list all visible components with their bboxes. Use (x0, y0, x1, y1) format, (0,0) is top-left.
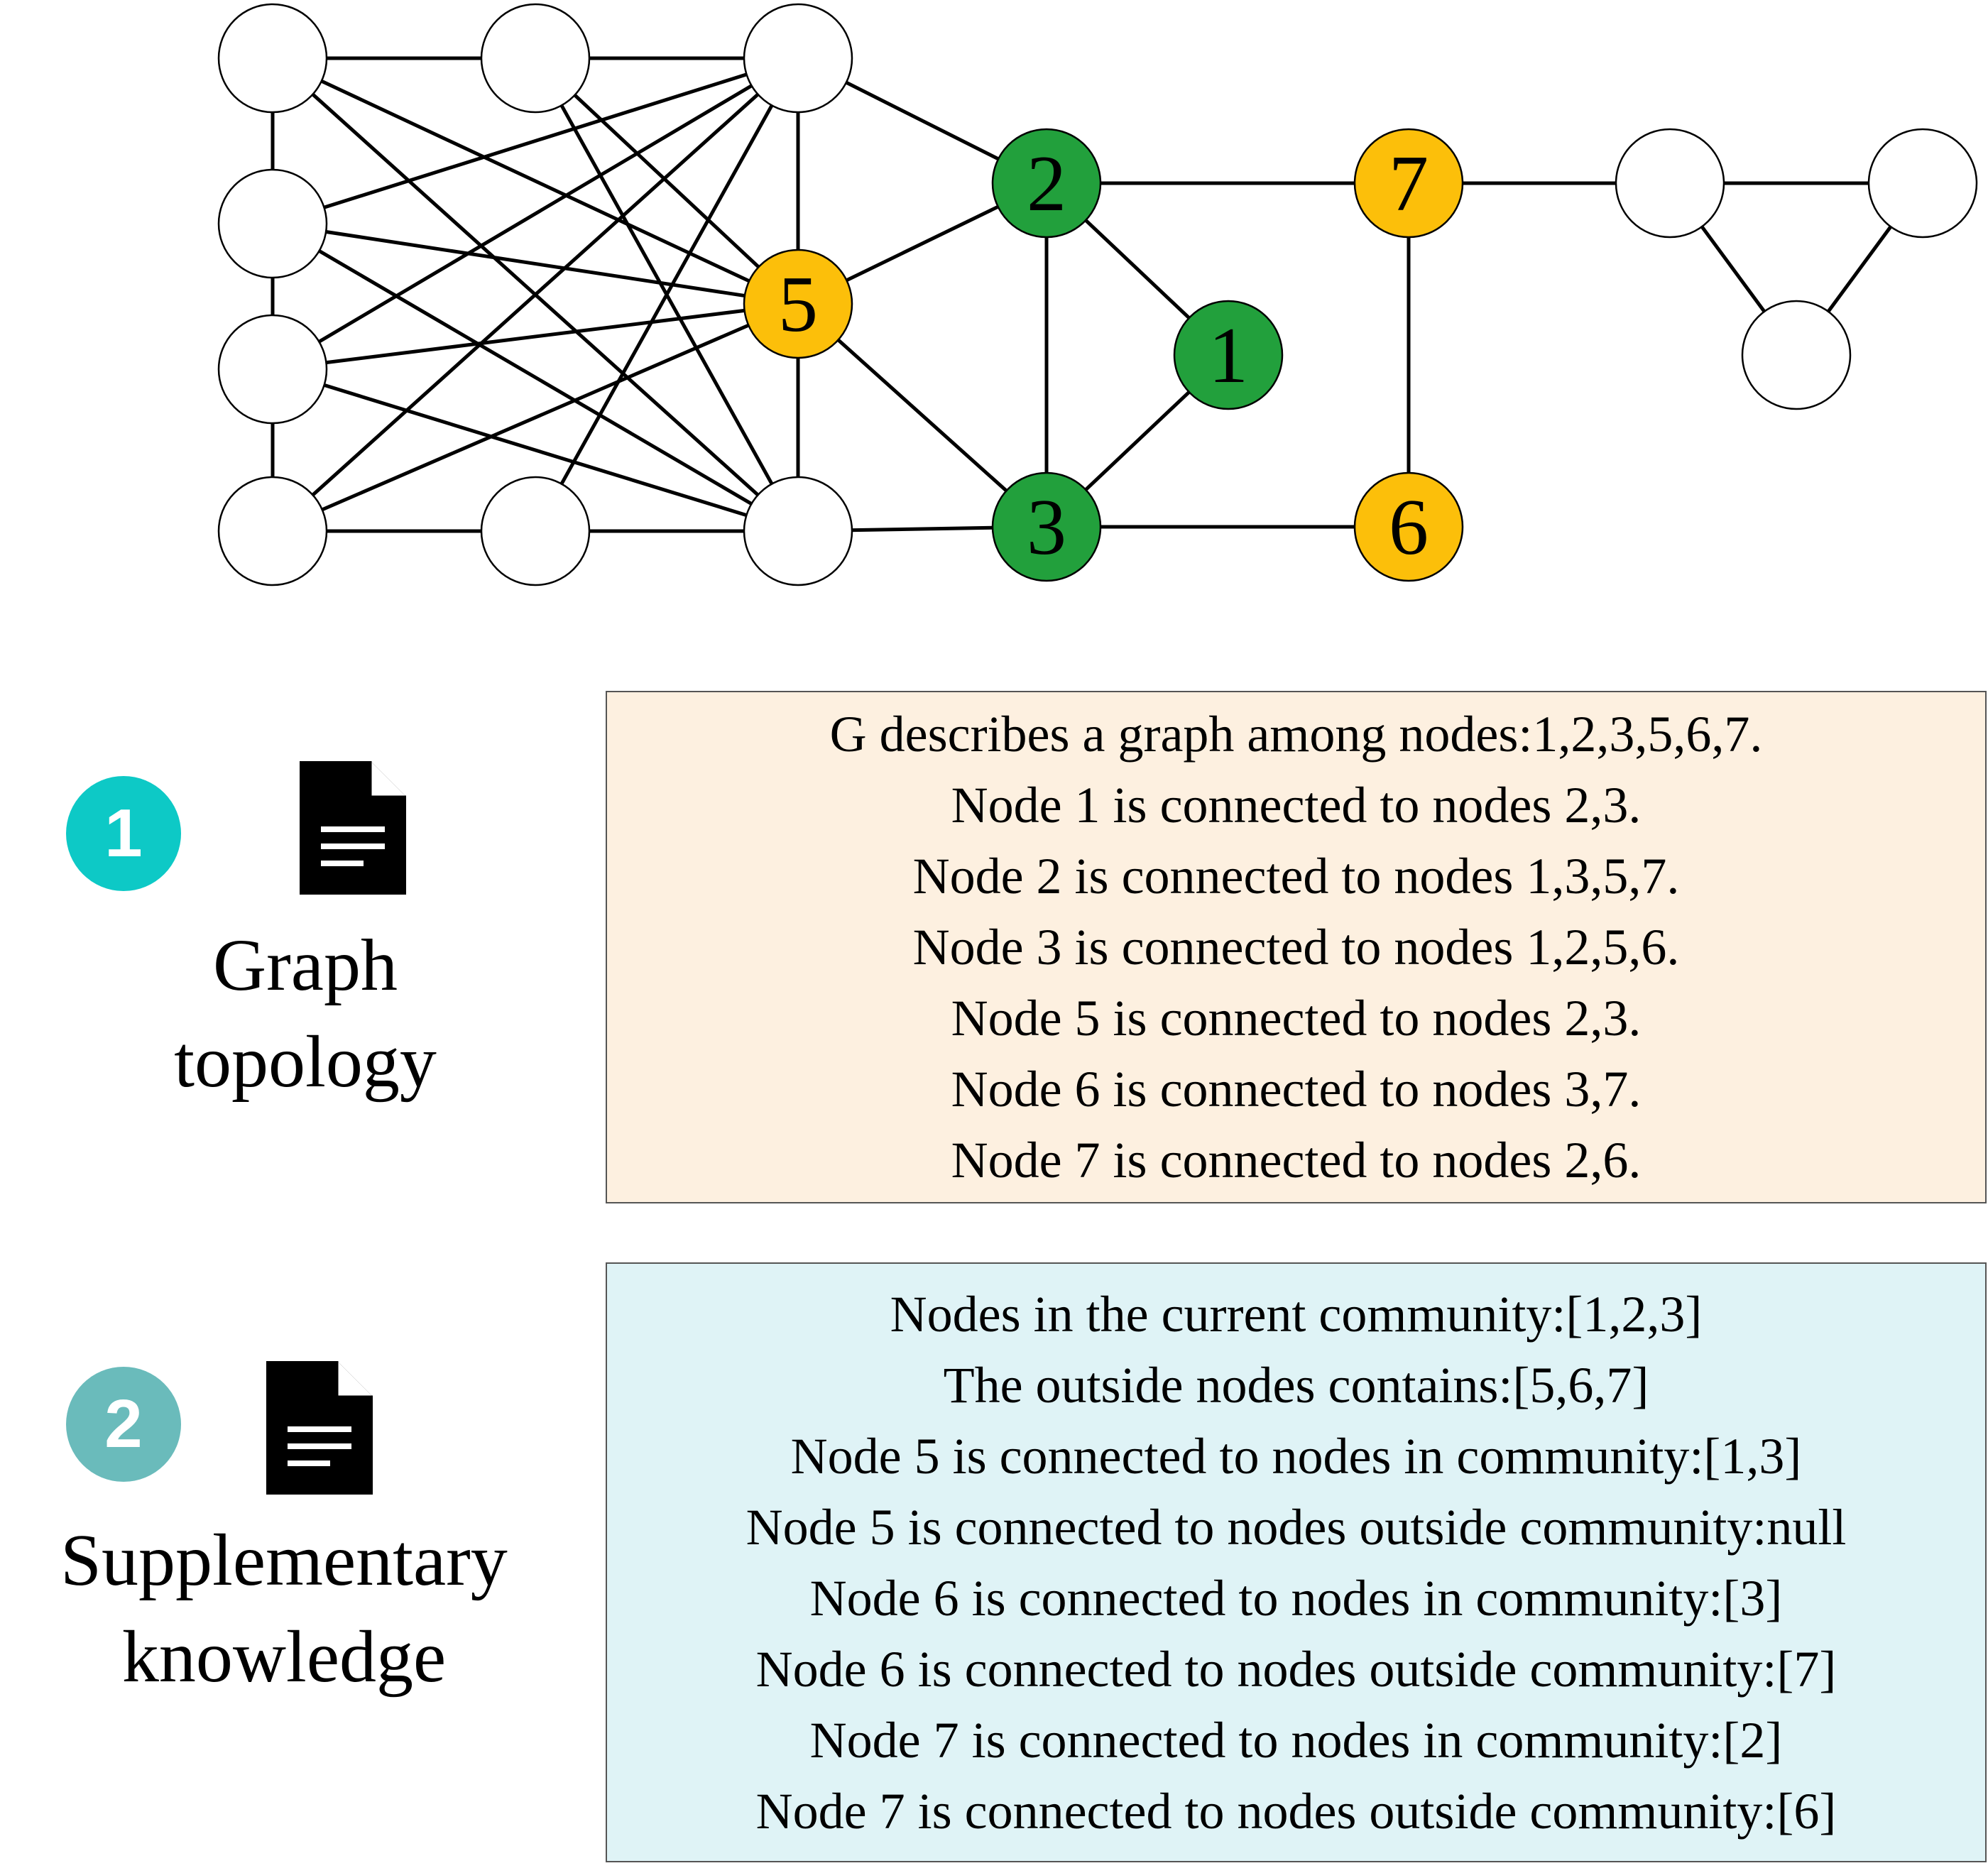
graph-node (217, 3, 328, 114)
supplementary-knowledge-label-line2: knowledge (121, 1616, 447, 1698)
graph-node (480, 476, 591, 586)
topology-line: Node 2 is connected to nodes 1,3,5,7. (912, 848, 1680, 905)
knowledge-line: Node 7 is connected to nodes outside com… (755, 1782, 1837, 1840)
knowledge-line: Node 7 is connected to nodes in communit… (809, 1711, 1783, 1769)
knowledge-line: The outside nodes contains:[5,6,7] (943, 1356, 1649, 1414)
graph-node (1615, 128, 1725, 239)
graph-node (217, 476, 328, 586)
graph-node-3 (991, 471, 1102, 582)
topology-line: G describes a graph among nodes:1,2,3,5,… (829, 706, 1763, 763)
supplementary-knowledge-box: Nodes in the current community:[1,2,3] T… (606, 1262, 1987, 1862)
graph-node-label: 7 (1389, 140, 1429, 228)
knowledge-line: Node 6 is connected to nodes in communit… (809, 1569, 1783, 1627)
supplementary-knowledge-label-line1: Supplementary (60, 1519, 508, 1601)
step-2-badge: 2 (66, 1367, 181, 1482)
graph-node (217, 168, 328, 279)
graph-node (1741, 300, 1852, 410)
document-icon (266, 1361, 373, 1495)
graph-diagram: 5 2 3 1 7 6 (217, 3, 1978, 586)
graph-edge (272, 302, 799, 371)
graph-topology-label-line2: topology (174, 1021, 437, 1103)
graph-edge (271, 222, 799, 533)
graph-node (743, 476, 853, 586)
graph-edge (271, 56, 799, 306)
graph-node-5 (743, 249, 853, 359)
graph-node (217, 314, 328, 425)
graph-edge (271, 56, 799, 371)
topology-line: Node 1 is connected to nodes 2,3. (951, 777, 1642, 834)
graph-node-label: 3 (1027, 484, 1066, 572)
graph-nodes: 5 2 3 1 7 6 (217, 3, 1978, 586)
knowledge-line: Node 5 is connected to nodes in communit… (790, 1427, 1802, 1485)
graph-node-label: 1 (1208, 312, 1248, 400)
graph-edge (272, 367, 799, 533)
topology-line: Node 5 is connected to nodes 2,3. (951, 990, 1642, 1047)
graph-edge (271, 57, 799, 533)
graph-node-2 (991, 128, 1102, 239)
graph-edge (272, 302, 799, 533)
knowledge-line: Node 6 is connected to nodes outside com… (755, 1640, 1837, 1698)
topology-line: Node 6 is connected to nodes 3,7. (951, 1061, 1642, 1118)
knowledge-line: Node 5 is connected to nodes outside com… (746, 1498, 1847, 1556)
graph-node-1 (1173, 300, 1284, 410)
graph-node (480, 3, 591, 114)
topology-line: Node 7 is connected to nodes 2,6. (951, 1132, 1642, 1189)
supplementary-knowledge-label: Supplementary knowledge (21, 1512, 547, 1705)
graph-node (1867, 128, 1978, 239)
document-icon (300, 761, 406, 895)
graph-node-7 (1353, 128, 1464, 239)
graph-node-label: 5 (778, 261, 818, 349)
graph-node (743, 3, 853, 114)
graph-edge (534, 57, 799, 305)
graph-node-6 (1353, 471, 1464, 582)
graph-topology-label-line1: Graph (213, 924, 398, 1006)
graph-node-label: 2 (1027, 140, 1066, 228)
knowledge-line: Nodes in the current community:[1,2,3] (890, 1285, 1703, 1343)
graph-edge (272, 222, 799, 306)
graph-edge (797, 302, 1048, 528)
graph-topology-label: Graph topology (128, 917, 483, 1110)
graph-edge (533, 57, 800, 533)
step-1-badge: 1 (66, 776, 181, 891)
topology-line: Node 3 is connected to nodes 1,2,5,6. (912, 919, 1680, 976)
graph-edge (272, 56, 799, 226)
graph-topology-box: G describes a graph among nodes:1,2,3,5,… (606, 691, 1987, 1203)
graph-node-label: 6 (1389, 484, 1429, 572)
